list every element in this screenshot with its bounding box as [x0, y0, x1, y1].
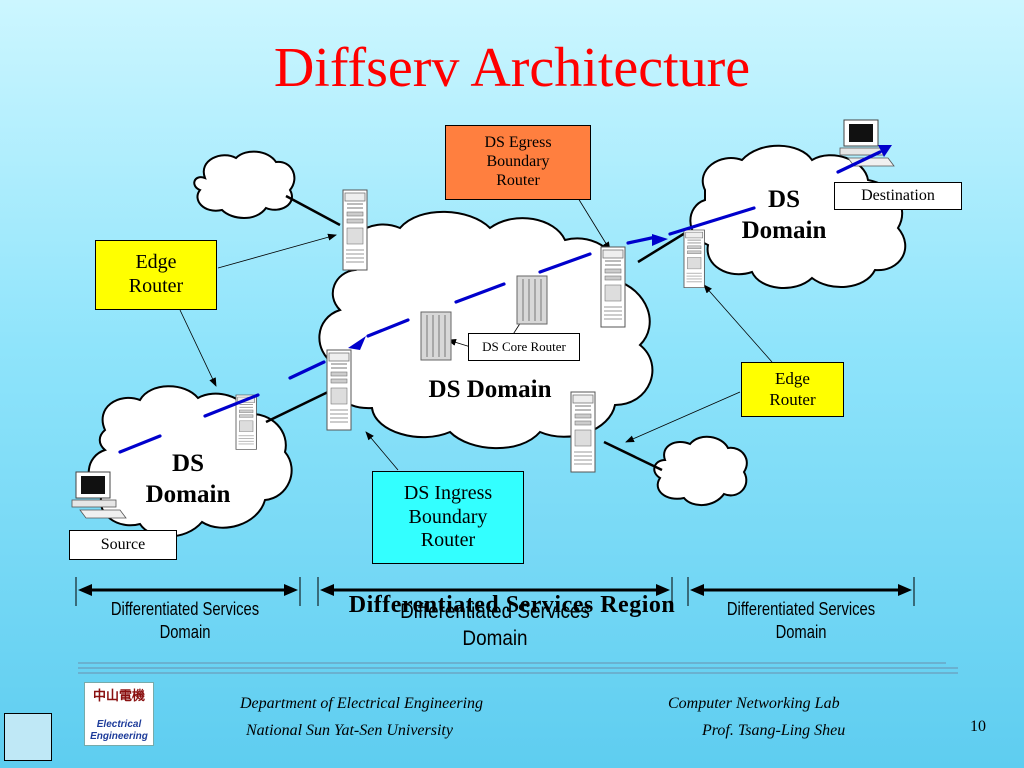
small-cloud-top-left: [193, 150, 296, 219]
ds-egress-boundary-router-label: DS Egress Boundary Router: [445, 125, 591, 200]
region-right-line-2: Domain: [775, 622, 827, 643]
region-right-line-1: Differentiated Services: [726, 599, 876, 619]
ee-department-logo: 中山電機 Electrical Engineering: [84, 682, 154, 746]
router-bottom-right-icon: [570, 391, 596, 473]
egress-line-1: DS Egress: [484, 134, 552, 152]
router-egress-icon: [600, 246, 626, 328]
logo-english-text: Electrical Engineering: [85, 719, 153, 743]
region-right-label: Differentiated Services Domain: [708, 598, 893, 645]
center-ds-domain-label: DS Domain: [428, 376, 552, 403]
egress-line-3: Router: [496, 171, 540, 189]
core-router-right-icon: [516, 275, 548, 325]
slide-title: Diffserv Architecture: [273, 37, 751, 99]
region-brackets: [75, 577, 915, 606]
region-left-label: Differentiated Services Domain: [92, 598, 277, 645]
ingress-line-2: Boundary: [408, 505, 488, 528]
edge-router-left-label: Edge Router: [95, 240, 217, 310]
ingress-line-3: Router: [420, 529, 476, 552]
router-top-left-icon: [342, 189, 368, 271]
edge-router-right-label: Edge Router: [741, 362, 844, 417]
flow-arrowhead-ingress: [348, 336, 366, 350]
footer-divider: [78, 662, 958, 674]
right-domain-line-1: DS: [768, 186, 800, 213]
egress-line-2: Boundary: [486, 153, 550, 171]
edge-left-line-1: Edge: [135, 251, 177, 274]
router-ingress-icon: [326, 349, 352, 431]
region-arrows: [78, 584, 912, 596]
right-domain-line-2: Domain: [741, 217, 827, 245]
left-domain-line-1: DS: [172, 450, 204, 477]
core-router-left-icon: [420, 311, 452, 361]
destination-label: Destination: [834, 182, 962, 210]
logo-english-line-2: Engineering: [90, 731, 148, 742]
right-ds-domain-label: DS Domain: [724, 184, 844, 247]
left-ds-domain-label: DS Domain: [128, 448, 248, 511]
footer-lab: Computer Networking Lab: [668, 695, 840, 712]
flow-arrowhead-destination: [878, 145, 892, 157]
footer-department: Department of Electrical Engineering: [240, 695, 484, 712]
router-edge-right-icon: [683, 229, 705, 289]
cloud-right-ds-domain: [689, 144, 907, 290]
traffic-flow-arrow: [118, 150, 882, 454]
region-middle-label: Differentiated Services Domain: [374, 598, 617, 653]
left-domain-line-2: Domain: [145, 481, 231, 509]
ds-core-router-label: DS Core Router: [468, 333, 580, 361]
logo-chinese-text: 中山電機: [92, 689, 145, 704]
small-cloud-bottom-right: [653, 435, 748, 506]
edge-right-line-2: Router: [769, 389, 816, 409]
edge-right-line-1: Edge: [775, 369, 810, 389]
region-left-line-2: Domain: [159, 622, 211, 643]
region-left-line-1: Differentiated Services: [110, 599, 260, 619]
source-label: Source: [69, 530, 177, 560]
edge-left-line-2: Router: [128, 275, 184, 297]
ingress-line-1: DS Ingress: [403, 482, 493, 505]
logo-english-line-1: Electrical: [96, 719, 142, 730]
ds-ingress-boundary-router-label: DS Ingress Boundary Router: [372, 471, 524, 564]
footer-university: National Sun Yat-Sen University: [246, 722, 453, 739]
region-middle-line-1: Differentiated Services: [400, 600, 590, 623]
page-number: 10: [970, 718, 986, 735]
previous-slide-button[interactable]: [4, 713, 52, 761]
region-overlay-label: Differentiated Services Region: [348, 592, 676, 618]
flow-arrowhead-egress: [652, 234, 668, 246]
footer-professor: Prof. Tsang-Ling Sheu: [702, 722, 846, 739]
region-middle-line-2: Domain: [462, 627, 528, 651]
